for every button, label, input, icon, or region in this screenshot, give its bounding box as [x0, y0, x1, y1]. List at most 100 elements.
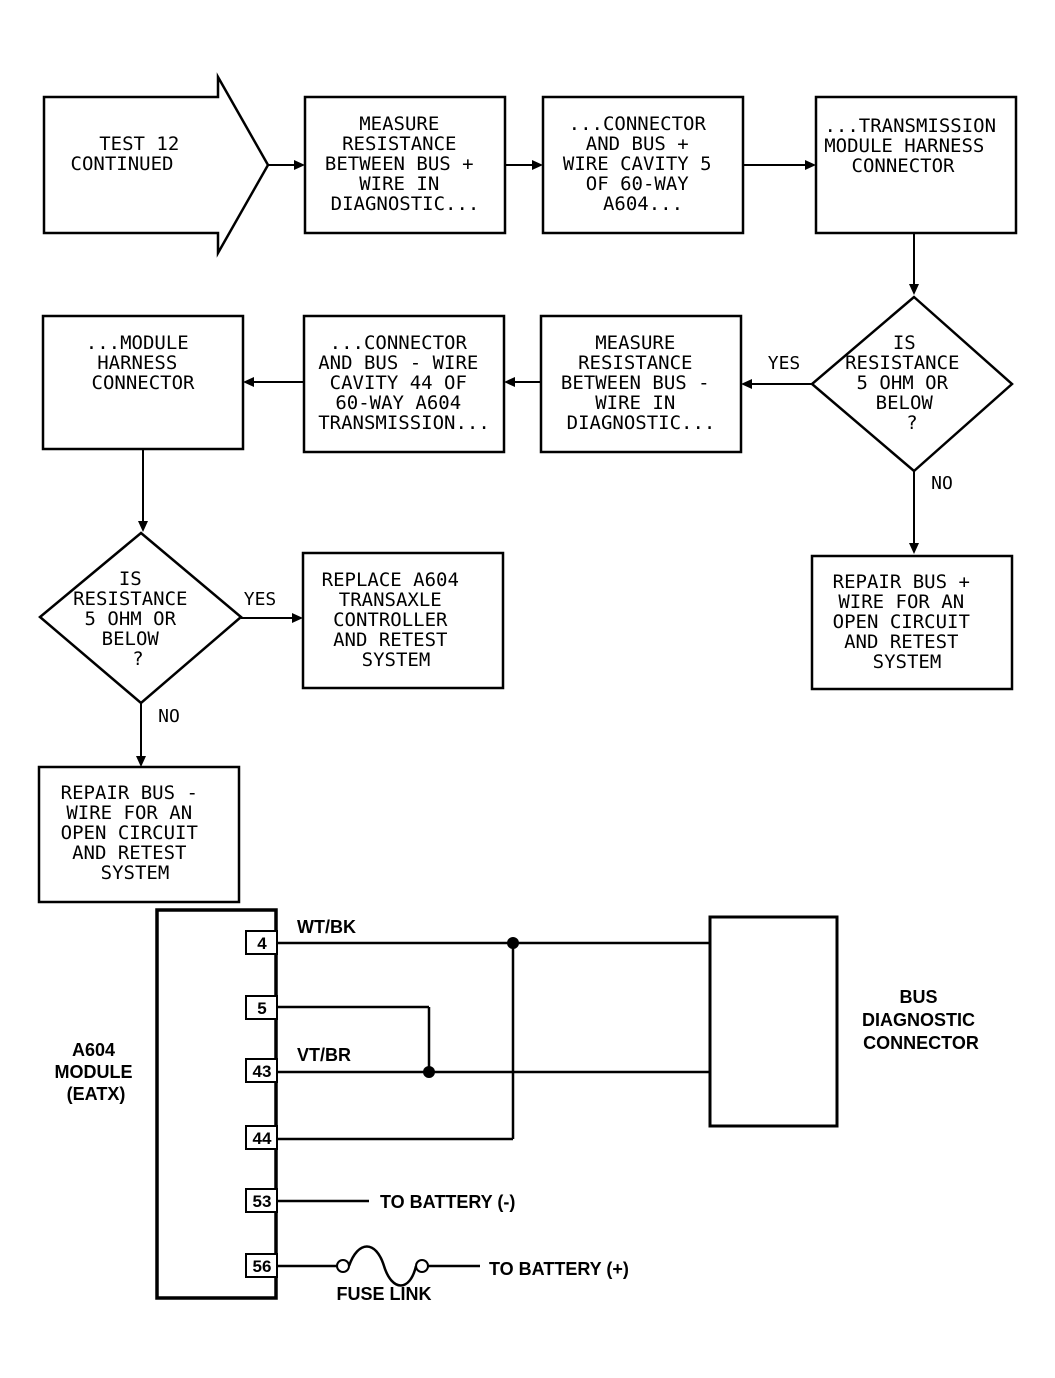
connector-plus-line-4: OF 60-WAY — [586, 173, 690, 195]
svg-text:...CONNECTOR AND BUS +: ...CONNECTOR AND BUS + WIRE CAVITY 5 OF … — [563, 113, 723, 215]
repair-minus-line-1: REPAIR BUS - — [61, 782, 198, 804]
measure-plus-line-4: WIRE IN — [359, 173, 439, 195]
transmission-module-harness-box: ...TRANSMISSION MODULE HARNESS CONNECTOR — [814, 95, 1018, 235]
measure-minus-line-4: WIRE IN — [595, 392, 675, 414]
replace-line-5: SYSTEM — [362, 649, 431, 671]
connector-minus-line-2: AND BUS - WIRE — [318, 352, 478, 374]
tm-harness-line-1: ...TRANSMISSION — [824, 115, 996, 137]
start-arrow: TEST 12 CONTINUED — [42, 72, 270, 258]
wire-bus-minus — [277, 1005, 710, 1078]
connector-plus-line-3: WIRE CAVITY 5 — [563, 153, 712, 175]
pin-43: 43 — [245, 1058, 278, 1083]
repair-minus-line-2: WIRE FOR AN — [66, 802, 192, 824]
splice-dot-bus-plus — [507, 937, 519, 949]
connector-minus-line-1: ...CONNECTOR — [330, 332, 468, 354]
pin-56-label: 56 — [253, 1257, 272, 1276]
decision1-no-label: NO — [931, 473, 953, 494]
pin-44-label: 44 — [253, 1129, 272, 1148]
svg-text:IS RESISTANCE 5 OH: IS RESISTANCE 5 OHM OR BELOW ? — [73, 568, 199, 670]
tm-harness-line-3: CONNECTOR — [852, 155, 956, 177]
module-label-line-3: (EATX) — [67, 1084, 126, 1104]
pin-44: 44 — [245, 1125, 278, 1150]
replace-line-4: AND RETEST — [333, 629, 447, 651]
decision2-line-2: RESISTANCE — [73, 588, 187, 610]
repair-plus-line-3: OPEN CIRCUIT — [833, 611, 970, 633]
repair-bus-plus-box: REPAIR BUS + WIRE FOR AN OPEN CIRCUIT AN… — [810, 554, 1014, 691]
measure-plus-line-1: MEASURE — [359, 113, 439, 135]
repair-plus-line-4: AND RETEST — [844, 631, 958, 653]
svg-text:A604 MODULE (EATX): A604 MODULE (EATX) — [54, 1040, 137, 1104]
measure-minus-line-5: DIAGNOSTIC... — [567, 412, 716, 434]
bus-connector-line-2: DIAGNOSTIC — [862, 1010, 975, 1030]
a604-module — [155, 908, 278, 1300]
bus-diagnostic-connector — [708, 915, 839, 1128]
connector-bus-minus-box: ...CONNECTOR AND BUS - WIRE CAVITY 44 OF… — [302, 314, 506, 454]
start-line-1: TEST 12 — [99, 133, 179, 155]
wire-label-vt-br: VT/BR — [297, 1045, 351, 1065]
pin-53-label: 53 — [253, 1192, 272, 1211]
replace-a604-box: REPLACE A604 TRANSAXLE CONTROLLER AND RE… — [301, 551, 505, 690]
pin-53: 53 — [245, 1188, 278, 1213]
decision1-line-5: ? — [906, 412, 917, 434]
decision2-line-1: IS — [119, 568, 142, 590]
connector-plus-line-5: A604... — [603, 193, 683, 215]
measure-minus-line-1: MEASURE — [595, 332, 675, 354]
to-battery-positive-label: TO BATTERY (+) — [489, 1259, 629, 1279]
flow-arrows-row-3 — [136, 613, 303, 767]
decision2-no-label: NO — [158, 706, 180, 727]
replace-line-1: REPLACE A604 — [322, 569, 459, 591]
svg-text:...TRANSMISSION MODULE H: ...TRANSMISSION MODULE HARNESS CONNECTOR — [824, 115, 1007, 177]
to-battery-negative-label: TO BATTERY (-) — [380, 1192, 515, 1212]
bus-diagnostic-connector-label: BUS DIAGNOSTIC CONNECTOR — [862, 987, 979, 1053]
repair-minus-line-5: SYSTEM — [101, 862, 170, 884]
bus-connector-line-3: CONNECTOR — [863, 1033, 979, 1053]
splice-dot-bus-minus — [423, 1066, 435, 1078]
wire-battery-positive — [277, 1245, 480, 1287]
module-harness-line-1: ...MODULE — [86, 332, 189, 354]
module-label: A604 MODULE (EATX) — [54, 1040, 137, 1104]
decision-resistance-bus-plus: IS RESISTANCE 5 OHM OR BELOW ? — [810, 295, 1014, 473]
decision2-line-4: BELOW — [102, 628, 160, 650]
replace-line-2: TRANSAXLE — [339, 589, 442, 611]
decision1-line-1: IS — [893, 332, 916, 354]
svg-text:MEASURE RESISTANCE: MEASURE RESISTANCE BETWEEN BUS + WIRE IN… — [325, 113, 485, 215]
decision1-line-3: 5 OHM OR — [857, 372, 949, 394]
tm-harness-line-2: MODULE HARNESS — [824, 135, 984, 157]
flow-arrows-row-2 — [138, 377, 919, 554]
repair-plus-line-5: SYSTEM — [873, 651, 942, 673]
connector-minus-line-3: CAVITY 44 OF — [330, 372, 467, 394]
connector-minus-line-5: TRANSMISSION... — [318, 412, 490, 434]
replace-line-3: CONTROLLER — [333, 609, 448, 631]
bus-connector-line-1: BUS — [899, 987, 937, 1007]
svg-text:REPLACE A604 TRANSAXLE: REPLACE A604 TRANSAXLE CONTROLLER AND RE… — [322, 569, 471, 671]
repair-minus-line-4: AND RETEST — [72, 842, 186, 864]
repair-minus-line-3: OPEN CIRCUIT — [61, 822, 198, 844]
svg-text:REPAIR BUS + WIRE FOR AN: REPAIR BUS + WIRE FOR AN OPEN CIRCUIT AN… — [833, 571, 982, 673]
svg-text:REPAIR BUS - WIRE FOR AN: REPAIR BUS - WIRE FOR AN OPEN CIRCUIT AN… — [61, 782, 210, 884]
pin-5-label: 5 — [257, 999, 266, 1018]
decision2-line-3: 5 OHM OR — [85, 608, 177, 630]
decision-resistance-bus-minus: IS RESISTANCE 5 OHM OR BELOW ? — [38, 531, 243, 705]
repair-plus-line-2: WIRE FOR AN — [838, 591, 964, 613]
pin-43-label: 43 — [253, 1062, 272, 1081]
fuse-link-label: FUSE LINK — [336, 1284, 431, 1304]
measure-plus-line-5: DIAGNOSTIC... — [331, 193, 480, 215]
module-label-line-1: A604 — [72, 1040, 115, 1060]
decision2-line-5: ? — [132, 648, 143, 670]
svg-text:IS RESISTANCE 5 OH: IS RESISTANCE 5 OHM OR BELOW ? — [845, 332, 971, 434]
measure-plus-line-3: BETWEEN BUS + — [325, 153, 474, 175]
connector-minus-line-4: 60-WAY A604 — [335, 392, 461, 414]
decision1-line-4: BELOW — [876, 392, 934, 414]
repair-bus-minus-box: REPAIR BUS - WIRE FOR AN OPEN CIRCUIT AN… — [37, 765, 241, 904]
wire-bus-plus — [277, 937, 710, 1141]
start-line-2: CONTINUED — [71, 153, 174, 175]
decision2-yes-label: YES — [244, 589, 277, 610]
module-harness-box: ...MODULE HARNESS CONNECTOR — [41, 314, 245, 451]
svg-text:MEASURE RESISTANCE: MEASURE RESISTANCE BETWEEN BUS - WIRE IN… — [561, 332, 721, 434]
pin-4-label: 4 — [257, 934, 267, 953]
decision1-yes-label: YES — [768, 353, 801, 374]
pin-4: 4 — [245, 930, 278, 955]
wire-label-wt-bk: WT/BK — [297, 917, 356, 937]
pin-56: 56 — [245, 1253, 278, 1278]
